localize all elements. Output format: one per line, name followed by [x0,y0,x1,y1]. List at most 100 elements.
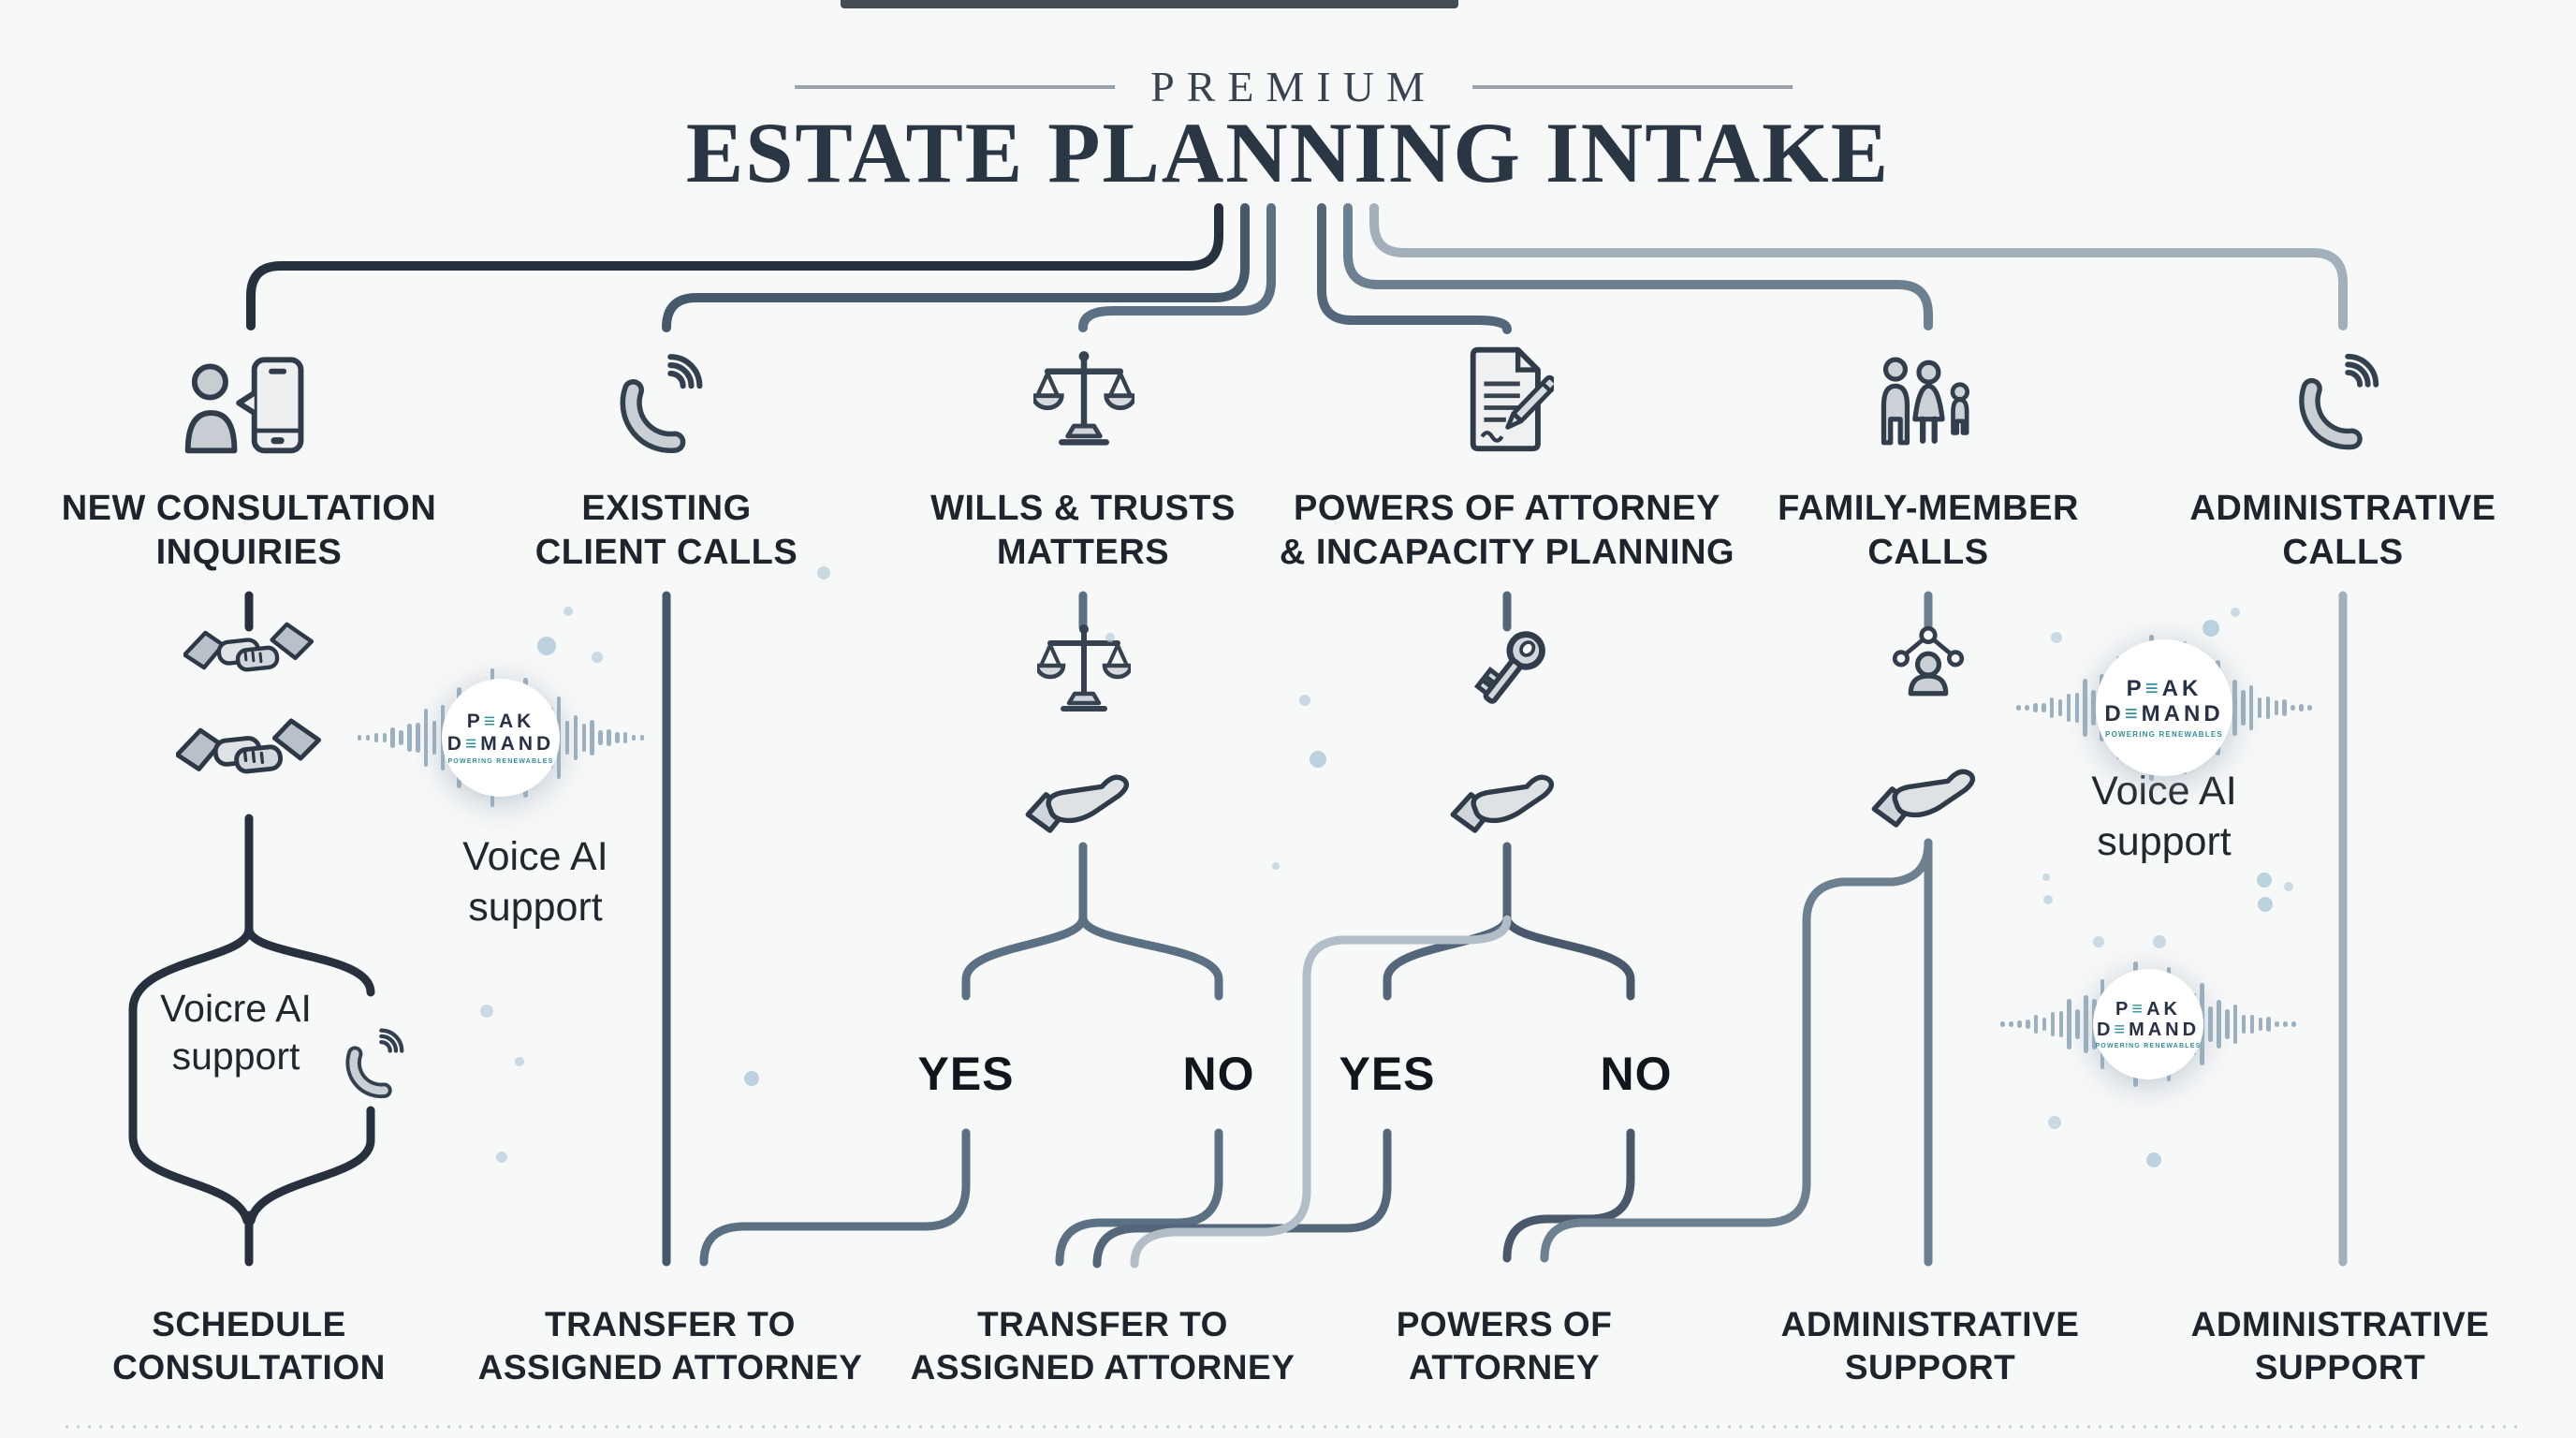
label-line: POWERS OF ATTORNEY [1294,489,1720,528]
waveform-bar [622,731,628,744]
logo-tagline: POWERING RENEWABLES [447,757,554,765]
column3-branches [699,842,1223,1267]
handshake-icon [183,614,315,698]
arrowhead-icon [1529,1261,1560,1288]
label-line: NEW CONSULTATION [61,489,437,528]
label-line: MATTERS [996,533,1170,572]
waveform-bar [590,720,594,756]
waveform-bar [2091,690,2096,726]
label-line: ASSIGNED ATTORNEY [477,1348,863,1387]
arrowhead-icon [1615,999,1647,1026]
label-line: ADMINISTRATIVE [2190,1305,2490,1343]
column-label-administrative: ADMINISTRATIVE CALLS [2189,487,2496,575]
header-stubs [244,591,1933,632]
logo-word-demand: D≡MAND [446,733,555,755]
waveform-bar [2084,995,2088,1053]
decorative-dot [564,607,573,616]
waveform-bar [2249,1014,2255,1034]
waveform-bar [2275,1021,2279,1027]
decorative-dot [1299,695,1310,706]
arrowhead-icon [233,1265,265,1292]
waveform-bar [2009,1021,2013,1027]
branch-yes-wills: YES [917,1048,1015,1100]
waveform-bar [2232,1005,2238,1044]
outcome-schedule-consultation: SCHEDULE CONSULTATION [112,1303,386,1389]
waveform-bar [373,733,379,742]
waveform-bar [2248,684,2254,731]
label-line: ASSIGNED ATTORNEY [910,1348,1295,1387]
decorative-dot [2153,935,2166,948]
open-hand-icon [1870,749,1990,837]
waveform-bar [2050,1012,2056,1036]
waveform-bar [399,729,403,746]
voice-ai-support-loop-label: Voicre AI support [160,985,312,1080]
waveform-bar [2257,697,2262,719]
label-line: & INCAPACITY PLANNING [1279,533,1735,572]
arrowhead-icon [1912,329,1944,356]
waveform-bar [2074,692,2080,724]
arrowhead-icon [1371,999,1403,1026]
waveform-bar [2000,1021,2005,1027]
decorative-dot [515,1057,524,1066]
waveform-bar [2042,702,2046,713]
waveform-bar [2049,697,2055,719]
waveform-bar [2241,1015,2247,1034]
arrowhead-icon [2327,1265,2359,1292]
label-line: CALLS [2282,533,2404,572]
decorative-dot [2257,873,2272,888]
open-hand-icon [1449,755,1569,843]
label-line: CLIENT CALLS [534,533,798,572]
peak-demand-logo: P≡AK D≡MAND POWERING RENEWABLES [2093,969,2203,1079]
voice-ai-support-label: Voice AI support [462,831,607,932]
waveform-bar [407,724,412,752]
outcome-admin-support-2: ADMINISTRATIVE SUPPORT [2191,1303,2490,1389]
waveform-bar [2026,1020,2030,1029]
label-line: Voice AI [2091,769,2237,814]
arrowhead-icon [1044,1265,1076,1292]
logo-word-peak: P≡AK [2126,676,2203,702]
person-phone-icon [183,354,316,459]
waveform-bar [2208,1005,2213,1043]
waveform-bar [2291,1021,2296,1027]
arrowhead-icon [1203,999,1235,1026]
label-line: SUPPORT [1844,1348,2016,1387]
label-line: ADMINISTRATIVE [1780,1305,2080,1343]
decorative-dot [817,566,830,580]
label-line: TRANSFER TO [545,1305,796,1343]
waveform-bar [365,735,371,741]
phone-waves-icon [610,348,724,457]
waveform-bar [581,724,586,752]
waveform-bar [2016,704,2021,712]
label-line: POWERS OF [1396,1305,1613,1343]
decorative-dot [592,652,603,663]
waveform-bar [615,732,620,743]
decorative-dot [2093,936,2104,947]
family-icon [1874,356,1986,448]
peak-demand-logo: P≡AK D≡MAND POWERING RENEWABLES [2096,639,2232,776]
decorative-dot [2284,882,2293,891]
peak-demand-logo: P≡AK D≡MAND POWERING RENEWABLES [442,679,560,797]
decorative-dot [1105,633,1115,642]
waveform-bar [2265,697,2271,719]
arrowhead-icon [950,999,982,1026]
waveform-bar [2307,705,2312,711]
outcome-transfer-attorney-1: TRANSFER TO ASSIGNED ATTORNEY [478,1303,863,1389]
decorative-dot [2258,897,2273,912]
decorative-dot [1272,862,1280,870]
column1-loop [128,814,375,1267]
label-line: SUPPORT [2254,1348,2426,1387]
waveform-bar [2232,679,2237,737]
branch-yes-poa: YES [1339,1048,1436,1100]
waveform-bar [2017,1020,2022,1029]
label-line: Voice AI [462,834,608,879]
decorative-dot [744,1071,759,1086]
key-icon [1466,622,1563,723]
column-label-powers-of-attorney: POWERS OF ATTORNEY & INCAPACITY PLANNING [1280,487,1734,575]
top-fan [246,203,2348,334]
label-line: WILLS & TRUSTS [930,489,1236,528]
waveform-bar [573,714,578,761]
phone-waves-icon [2290,348,2400,453]
column5-branches [1540,838,1933,1267]
document-pen-icon [1462,345,1554,455]
voice-ai-support-label: Voice AI support [2091,766,2236,867]
